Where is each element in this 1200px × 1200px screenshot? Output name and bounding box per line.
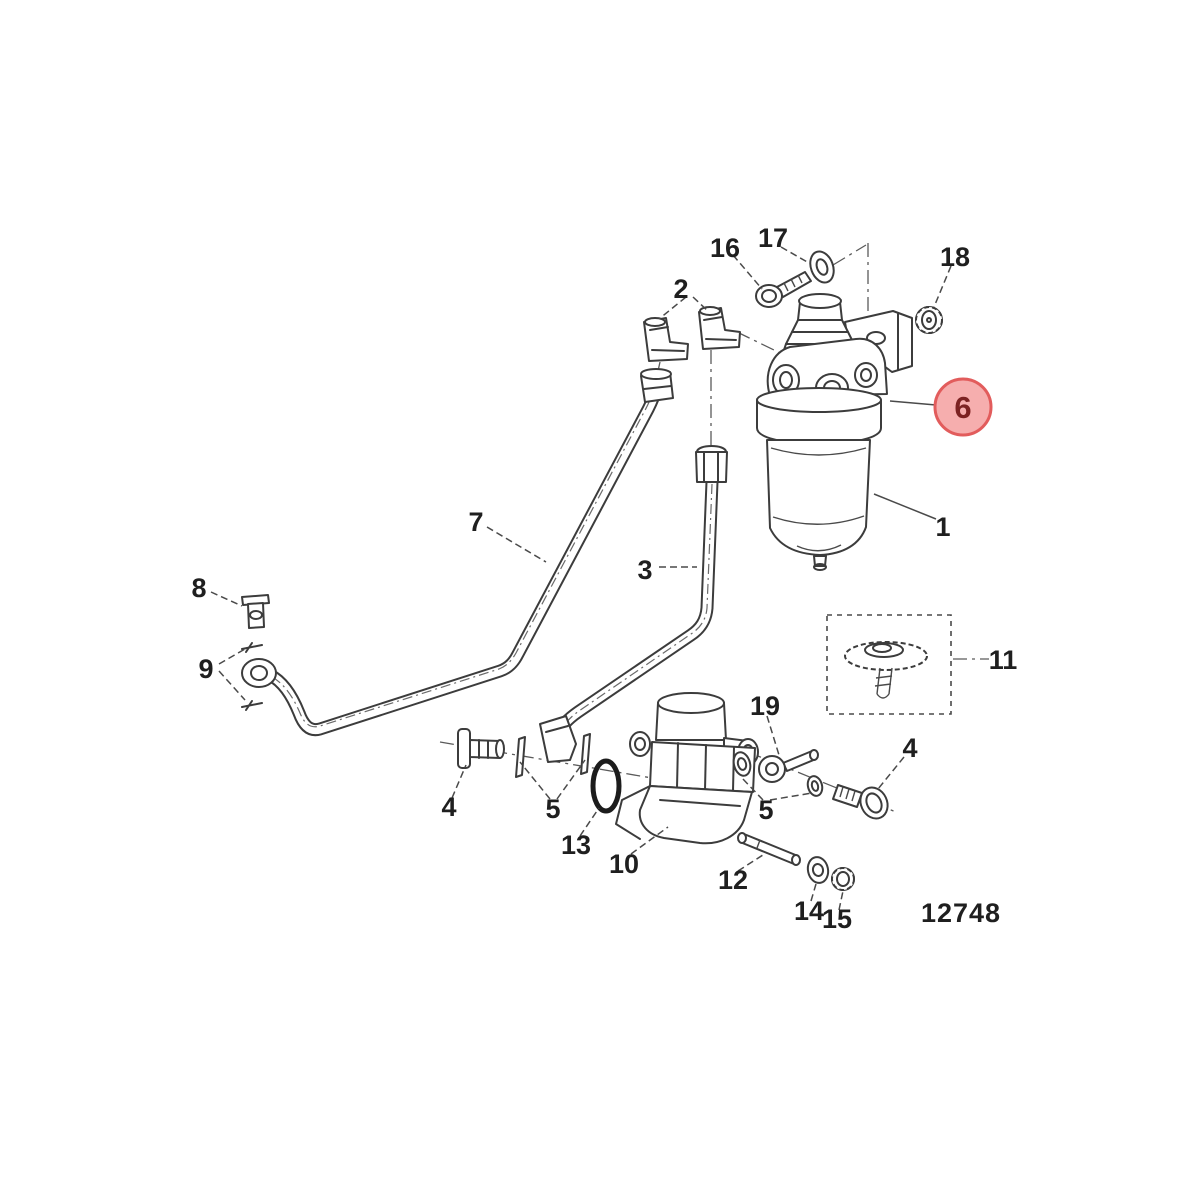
- washer-17: [809, 250, 835, 284]
- callout-labels: 1 2 3 4 5 7 8 9 10 11 12 13 14 15 16 17 …: [191, 223, 1017, 934]
- highlight-number: 6: [954, 390, 971, 425]
- callout-5-right: 5: [758, 795, 773, 825]
- callout-10: 10: [609, 849, 639, 879]
- callout-7: 7: [468, 507, 483, 537]
- callout-16: 16: [710, 233, 740, 263]
- callout-11: 11: [989, 645, 1018, 675]
- leader-lines: [210, 246, 989, 911]
- line-7-hex-fitting: [640, 368, 674, 403]
- elbow-fitting-2-left: [643, 317, 689, 362]
- float-gauge-11: [844, 641, 928, 699]
- elbow-fitting-2-right: [698, 306, 741, 350]
- callout-14: 14: [794, 896, 824, 926]
- callout-3: 3: [637, 555, 652, 585]
- nut-15: [831, 867, 855, 891]
- callout-19: 19: [750, 691, 780, 721]
- banjo-bolt-4-right: [832, 784, 889, 820]
- callout-5-left: 5: [545, 794, 560, 824]
- callout-18: 18: [940, 242, 970, 272]
- washer-5-right-b: [806, 775, 824, 797]
- highlight-callout-6: 6: [933, 377, 993, 437]
- fuel-line-7: [266, 390, 662, 737]
- callout-12: 12: [718, 865, 748, 895]
- washer-14: [806, 856, 830, 884]
- drawing-number: 12748: [921, 898, 1001, 928]
- callout-1: 1: [935, 512, 950, 542]
- filter-ring-6: [756, 387, 882, 445]
- line-3-hex-fitting: [695, 445, 728, 483]
- washer-5-right-a: [732, 751, 752, 777]
- o-ring-13: [590, 758, 622, 814]
- filter-bowl-1: [766, 439, 871, 571]
- bolt-19: [758, 749, 819, 783]
- stud-12: [737, 832, 801, 866]
- nut-18: [915, 306, 943, 334]
- callout-15: 15: [822, 904, 852, 934]
- callout-17: 17: [758, 223, 788, 253]
- callout-4-right: 4: [902, 733, 917, 763]
- fuel-pump-10: [615, 692, 759, 845]
- callout-4-left: 4: [441, 792, 456, 822]
- fitting-8: [241, 594, 270, 629]
- callout-9: 9: [198, 654, 213, 684]
- callout-13: 13: [561, 830, 591, 860]
- washers-5-left: [515, 733, 591, 778]
- highlight-circle: [933, 377, 993, 437]
- callout-2: 2: [673, 274, 688, 304]
- banjo-eye-9: [241, 658, 277, 688]
- screws-9: [241, 642, 263, 711]
- screw-16: [755, 271, 812, 308]
- float-gauge-box: [826, 614, 952, 715]
- banjo-bolt-4-left: [457, 728, 505, 769]
- line-3-elbow-end: [539, 715, 577, 763]
- callout-8: 8: [191, 573, 206, 603]
